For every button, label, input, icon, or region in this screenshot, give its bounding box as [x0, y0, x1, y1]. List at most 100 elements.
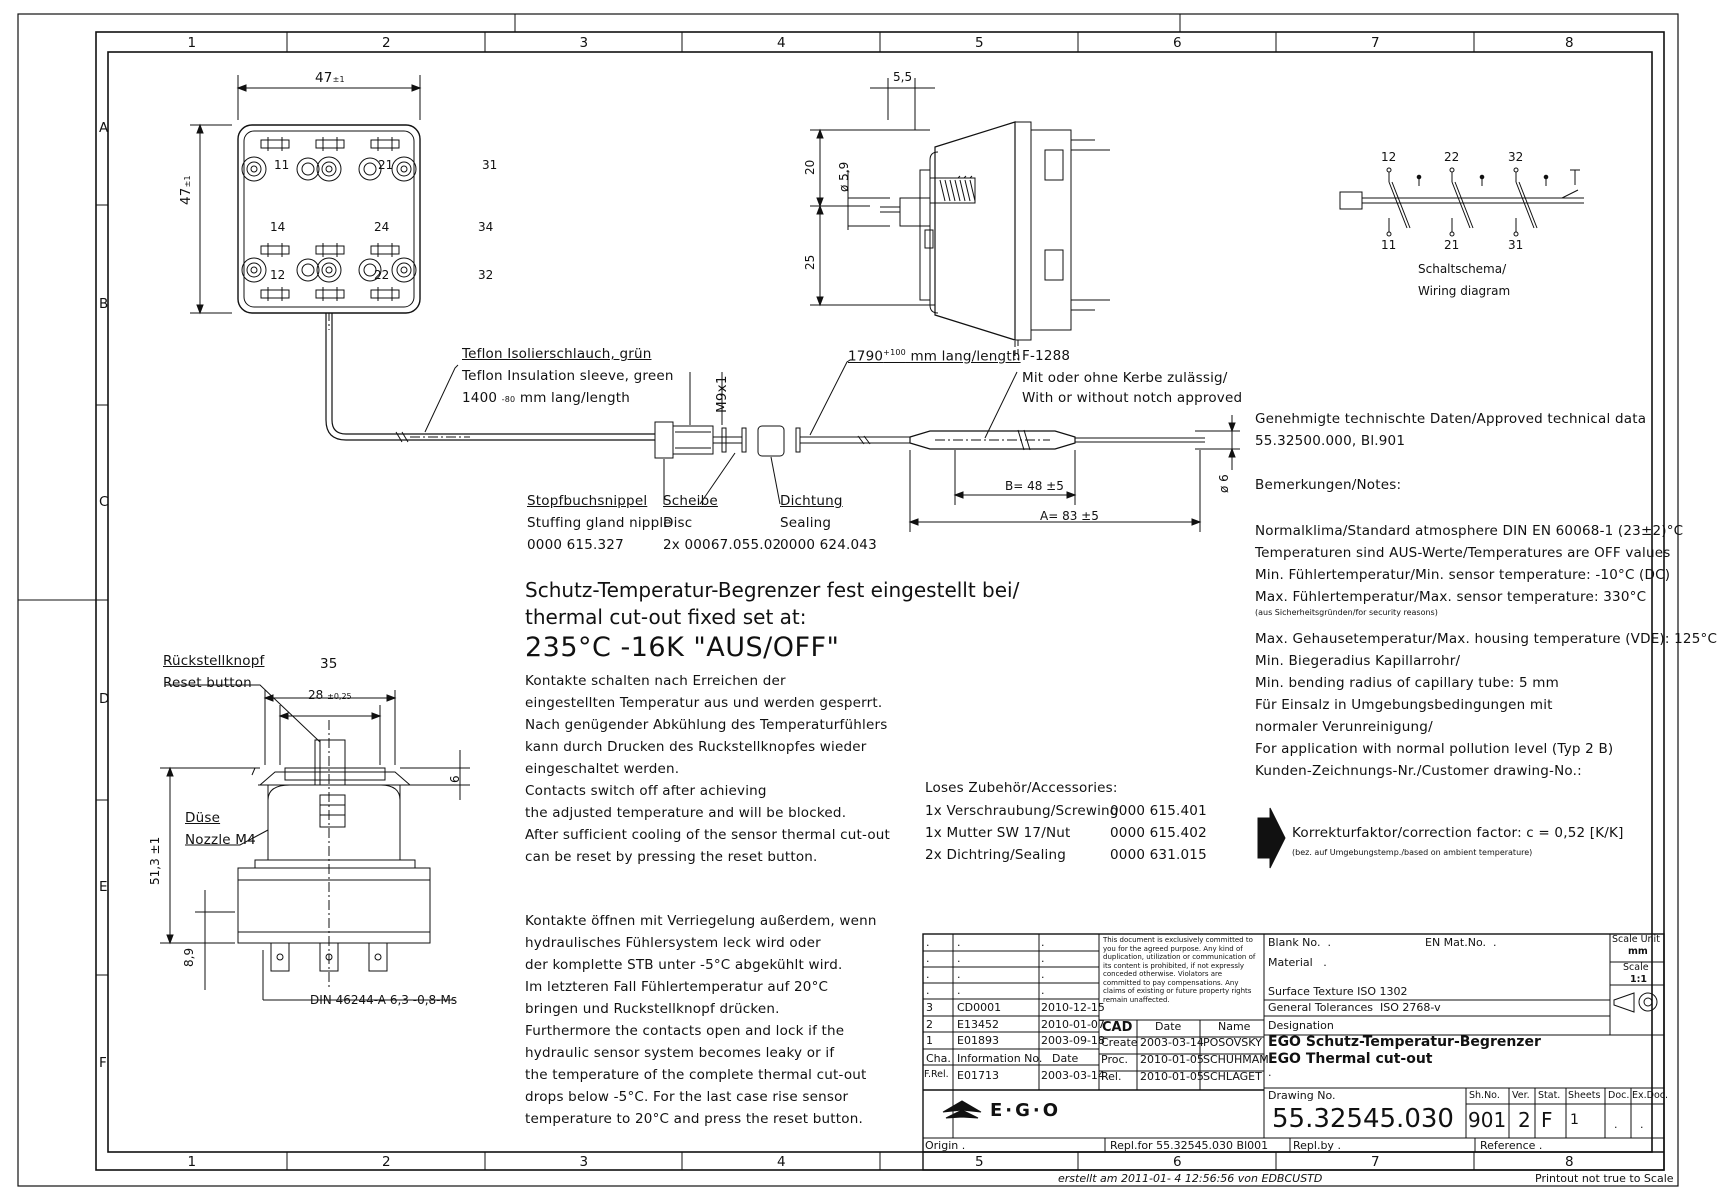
- dim-sensor-diameter: ø 6: [1217, 474, 1231, 493]
- wiring-label-top: 32: [1508, 150, 1524, 164]
- wiring-caption-en: Wiring diagram: [1418, 284, 1511, 298]
- leak-desc-line: hydraulisches Fühlersystem leck wird ode…: [525, 935, 821, 951]
- front-dim-35: 35: [320, 656, 338, 672]
- designation-en: EGO Thermal cut-out: [1268, 1051, 1433, 1067]
- top-view-width-dim: 47±1: [315, 70, 345, 86]
- leak-desc-line: Furthermore the contacts open and lock i…: [525, 1023, 845, 1039]
- part-name-de: Stopfbuchsnippel: [527, 493, 648, 509]
- empty-rev-cell: .: [957, 968, 961, 981]
- replaced-by: Repl.by .: [1293, 1139, 1341, 1152]
- note-line: normaler Verunreinigung/: [1255, 719, 1433, 735]
- setpoint-line-1: Schutz-Temperatur-Begrenzer fest eingest…: [525, 578, 1020, 602]
- leak-description: Kontakte öffnen mit Verriegelung außerde…: [525, 910, 877, 1130]
- doc-value: .: [1614, 1118, 1618, 1131]
- setpoint-desc-line: can be reset by pressing the reset butto…: [525, 849, 818, 865]
- designation-label: Designation: [1268, 1019, 1334, 1032]
- empty-rev-cell: .: [957, 984, 961, 997]
- accessory-name: 1x Verschraubung/Screwing: [925, 803, 1119, 819]
- empty-rev-cell: .: [1041, 968, 1045, 981]
- terminal-standard: DIN 46244-A 6,3 -0,8-Ms: [310, 993, 458, 1007]
- approved-data: Genehmigte technischte Daten/Approved te…: [1255, 411, 1647, 427]
- drawing-number: 55.32545.030: [1272, 1104, 1454, 1134]
- leak-desc-line: drops below -5°C. For the last case rise…: [525, 1089, 849, 1105]
- scale-unit-label: Scale Unit: [1612, 934, 1660, 945]
- empty-rev-cell: .: [926, 936, 930, 949]
- note-line: Min. Biegeradius Kapillarrohr/: [1255, 653, 1461, 669]
- empty-rev-cell: .: [1041, 952, 1045, 965]
- sheet-no-label: Sh.No.: [1469, 1090, 1500, 1101]
- setpoint-desc-line: Kontakte schalten nach Erreichen der: [525, 673, 786, 689]
- sheets: 1: [1570, 1112, 1579, 1128]
- reset-button-label-en: Reset button: [163, 675, 252, 691]
- terminal-label: 34: [478, 220, 494, 234]
- frame-col-label-top: 5: [975, 35, 984, 51]
- setpoint-desc-line: After sufficient cooling of the sensor t…: [525, 827, 891, 843]
- accessory-number: 0000 615.401: [1110, 803, 1207, 819]
- frame-col-label-bottom: 6: [1173, 1154, 1182, 1170]
- correction-note: (bez. auf Umgebungstemp./based on ambien…: [1292, 848, 1533, 857]
- rel-name: SCHLAGET: [1203, 1070, 1262, 1083]
- accessory-name: 1x Mutter SW 17/Nut: [925, 825, 1071, 841]
- terminal-label: 14: [270, 220, 286, 234]
- frel-idx: F.Rel.: [924, 1069, 949, 1080]
- frame-row-label: F: [99, 1054, 107, 1071]
- note-line: Normalklima/Standard atmosphere DIN EN 6…: [1255, 523, 1684, 539]
- note-line: Kunden-Zeichnungs-Nr./Customer drawing-N…: [1255, 763, 1582, 779]
- status-label: Stat.: [1538, 1090, 1561, 1101]
- nozzle-label-de: Düse: [185, 810, 221, 826]
- rev-date: 2010-01-07: [1041, 1017, 1105, 1031]
- approved-ref: 55.32500.000, Bl.901: [1255, 433, 1406, 449]
- setpoint-desc-line: eingestellten Temperatur aus und werden …: [525, 695, 883, 711]
- sheet-no: 901: [1468, 1108, 1507, 1132]
- scale-unit: mm: [1628, 946, 1648, 957]
- cad-name-head: Name: [1218, 1020, 1251, 1033]
- scale-value: 1:1: [1630, 974, 1648, 985]
- rev-date: 2010-12-15: [1041, 1001, 1105, 1014]
- sleeve-label-en: Teflon Insulation sleeve, green: [462, 368, 674, 384]
- sleeve-label-de: Teflon Isolierschlauch, grün: [462, 346, 652, 362]
- setpoint-desc-line: Contacts switch off after achieving: [525, 783, 767, 799]
- empty-rev-cell: .: [926, 984, 930, 997]
- note-line: Max. Fühlertemperatur/Max. sensor temper…: [1255, 589, 1647, 605]
- frame-col-label-bottom: 3: [579, 1154, 589, 1170]
- blank-no: Blank No. .: [1268, 936, 1331, 949]
- accessories-title: Loses Zubehör/Accessories:: [925, 780, 1118, 796]
- proc-label: Proc.: [1101, 1053, 1128, 1066]
- wiring-label-bottom: 31: [1508, 238, 1524, 252]
- leak-desc-line: temperature to 20°C and press the reset …: [525, 1111, 863, 1127]
- rel-label: Rel.: [1101, 1070, 1122, 1083]
- status: F: [1541, 1108, 1553, 1132]
- setpoint-line-2: thermal cut-out fixed set at:: [525, 605, 807, 629]
- terminal-label: 12: [270, 268, 286, 282]
- en-mat-no: EN Mat.No. .: [1425, 936, 1497, 949]
- part-number: 0000 615.327: [527, 537, 624, 553]
- front-dim-height: 51,3 ±1: [148, 836, 162, 885]
- rev-head-idx: Cha.: [926, 1052, 951, 1065]
- frame-col-label-bottom: 1: [187, 1154, 197, 1170]
- frame-col-label-top: 6: [1173, 35, 1182, 51]
- frame-col-label-bottom: 2: [382, 1154, 391, 1170]
- frame-col-label-bottom: 8: [1565, 1154, 1574, 1170]
- doc-label: Doc.: [1608, 1090, 1630, 1101]
- frame-col-label-top: 7: [1371, 35, 1380, 51]
- setpoint-description: Kontakte schalten nach Erreichen der eing…: [525, 670, 890, 868]
- leak-desc-line: Kontakte öffnen mit Verriegelung außerde…: [525, 913, 877, 929]
- wiring-label-bottom: 21: [1444, 238, 1460, 252]
- accessory-number: 0000 631.015: [1110, 847, 1207, 863]
- frame-row-label: A: [99, 119, 109, 136]
- accessory-name: 2x Dichtring/Sealing: [925, 847, 1067, 863]
- wiring-label-top: 12: [1381, 150, 1397, 164]
- exdoc-value: .: [1640, 1118, 1644, 1131]
- rev-date: 2003-09-18: [1041, 1034, 1105, 1047]
- version: 2: [1518, 1108, 1531, 1132]
- leak-desc-line: the temperature of the complete thermal …: [525, 1067, 867, 1083]
- empty-rev-cell: .: [926, 952, 930, 965]
- exdoc-label: Ex.Doc.: [1632, 1090, 1669, 1101]
- front-dim-8-9: 8,9: [182, 947, 196, 967]
- dim-b: B= 48 ±5: [1005, 479, 1064, 493]
- notes-list: Normalklima/Standard atmosphere DIN EN 6…: [1255, 520, 1683, 608]
- replaced-for: Repl.for 55.32545.030 Bl001: [1110, 1139, 1269, 1152]
- rev-info: E01893: [957, 1034, 999, 1047]
- notes-small: (aus Sicherheitsgründen/for security rea…: [1255, 608, 1438, 617]
- frame-row-label: B: [99, 296, 109, 312]
